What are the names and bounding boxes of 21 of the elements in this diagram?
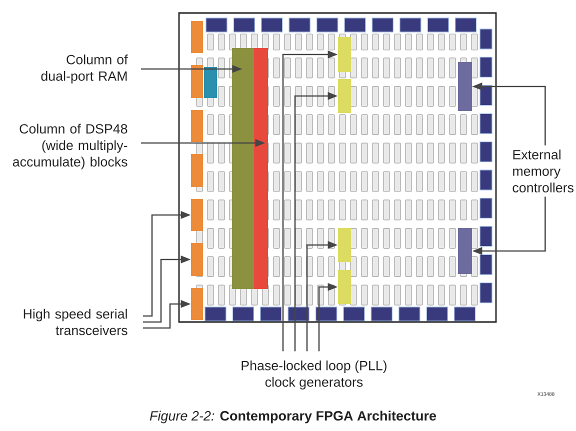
callout-label: External memory controllers [512, 150, 574, 192]
callout-label: Column of dual-port RAM [41, 54, 128, 84]
transceiver-block [191, 288, 203, 320]
pll-block [338, 79, 351, 113]
ram-column [232, 48, 254, 289]
memory-controller-block [458, 228, 472, 274]
memory-controller-block [458, 62, 472, 111]
transceiver-block [191, 21, 203, 53]
dsp-column [254, 48, 268, 289]
pll-block [338, 228, 351, 262]
transceiver-block [191, 199, 203, 231]
transceiver-block [191, 110, 203, 142]
transceiver-block [191, 65, 203, 98]
pll-block [338, 37, 351, 72]
pll-block [338, 270, 351, 304]
transceiver-block [191, 154, 203, 187]
callout-label: Column of DSP48 (wide multiply-accumulate) blocks [12, 124, 128, 170]
transceiver-block [191, 243, 203, 276]
callout-label: High speed serial transceivers [24, 308, 128, 336]
figure-caption: Figure 2-2: Contemporary FPGA Architecture [150, 410, 436, 424]
callout-label: Phase-locked loop (PLL) clock generators [242, 360, 386, 390]
